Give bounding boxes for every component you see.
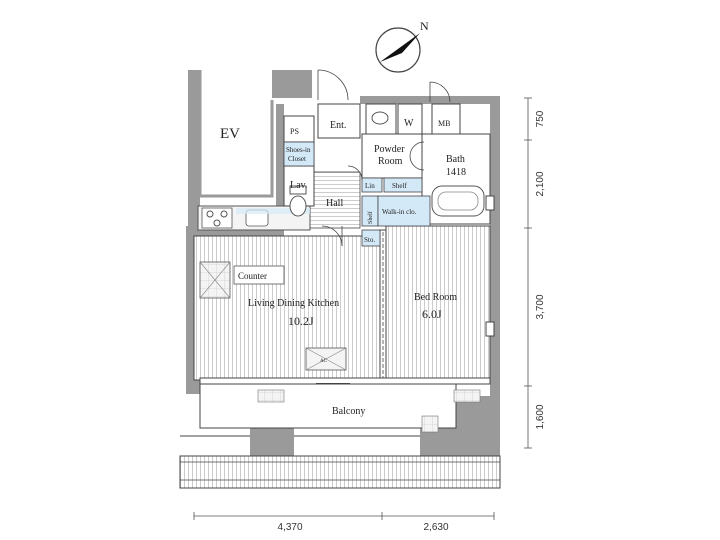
hall-label: Hall [326,198,343,209]
bedroom-floor [385,225,491,381]
balcony-label: Balcony [332,406,365,417]
bath-label: Bath [446,154,465,165]
bedroom-label: Bed Room [414,292,457,303]
shelf-vertical-label: Shelf [367,211,374,224]
dimension-lines-right [524,97,532,449]
balcony-area [199,383,457,429]
dim-right-4: 1,600 [535,404,546,429]
counter-label-box [233,265,285,285]
dim-bottom-1: 4,370 [277,522,302,533]
balcony-drain-left [257,389,285,403]
dimension-lines-bottom [193,512,495,520]
counter-label: Counter [238,271,267,281]
shoes-in-closet-line1: Shoes-in [286,146,311,154]
shelf-label: Shelf [392,182,407,190]
balcony-drain-right [453,389,481,403]
ev-label: EV [220,126,240,142]
powder-room-line1: Powder [374,144,405,155]
bathtub [431,185,485,217]
dim-right-1: 750 [535,110,546,127]
compass-ring [375,27,421,73]
walk-in-closet-label: Walk-in clo. [382,208,417,216]
ldk-label: Living Dining Kitchen [248,298,339,309]
ldk-size-label: 10.2J [288,314,314,328]
mb-label: MB [438,119,450,128]
compass: N [375,19,429,73]
lav-label: Lav. [290,180,307,191]
compass-needle-icon [380,33,420,62]
ent-label: Ent. [330,120,346,131]
window-bedroom [485,321,495,337]
dim-right-2: 2,100 [535,171,546,196]
lin-label: Lin [365,182,375,190]
ev-shaft-wall [198,70,274,198]
dim-right-3: 3,700 [535,294,546,319]
powder-room-line2: Room [378,156,403,167]
ps-label: PS [290,127,299,136]
window-bath [485,195,495,211]
powder-sink [371,111,389,125]
w-label: W [404,118,414,129]
bedroom-size-label: 6.0J [422,307,442,321]
bath-size-label: 1418 [446,167,466,178]
storage-label: Sto. [364,236,375,244]
ac-label: AC [320,359,328,364]
compass-north-label: N [420,19,429,33]
door-swings [317,69,451,247]
stove [201,207,233,229]
outdoor-unit [421,415,439,433]
dim-bottom-2: 2,630 [423,522,448,533]
balcony-railing [179,455,501,489]
shoes-in-closet-line2: Closet [288,155,306,163]
toilet [289,195,307,217]
hall-floor [309,171,361,229]
storage-areas [283,141,431,247]
